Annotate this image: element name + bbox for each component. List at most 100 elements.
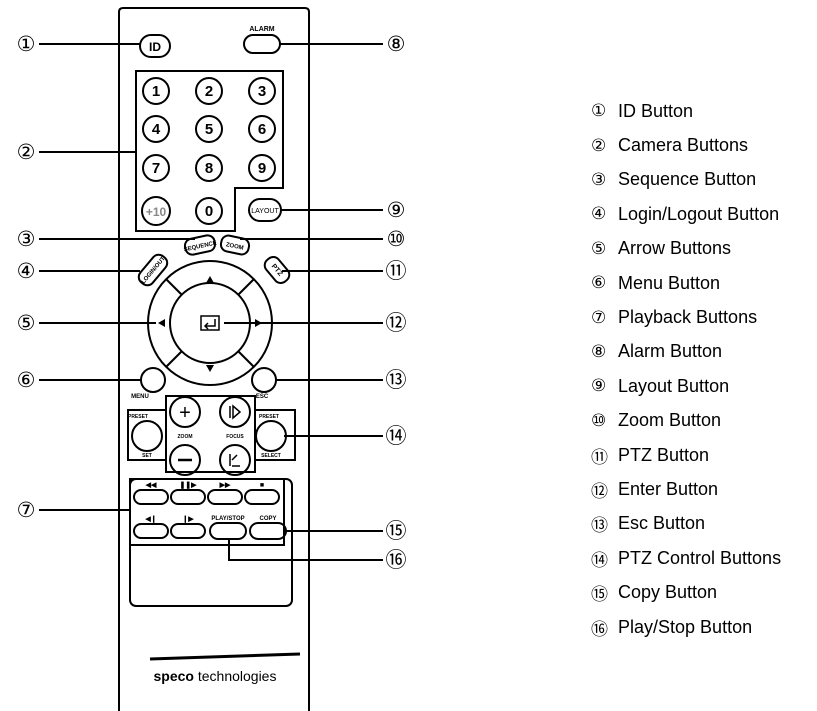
- menu-button[interactable]: [140, 367, 166, 393]
- fast-forward-icon: ▶▶: [219, 482, 231, 489]
- pause-play-button[interactable]: [170, 489, 206, 505]
- brand-logo: speco technologies: [154, 668, 277, 684]
- camera-button-0[interactable]: [195, 197, 223, 225]
- preset-right-label: PRESET: [259, 414, 279, 420]
- camera-button-9[interactable]: [248, 154, 276, 182]
- ptz-button[interactable]: [262, 254, 292, 286]
- legend-item: ⑧ Alarm Button: [591, 335, 781, 369]
- fast-forward-button[interactable]: [207, 489, 243, 505]
- layout-label: LAYOUT: [251, 208, 279, 215]
- callout-3: ③: [17, 228, 36, 251]
- legend-marker: ⑩: [591, 410, 607, 430]
- id-button-label: ID: [149, 40, 161, 54]
- camera-button-1[interactable]: [142, 77, 170, 105]
- zoom-button[interactable]: [219, 234, 251, 256]
- legend-label: Layout Button: [618, 375, 730, 396]
- legend-label: Sequence Button: [618, 169, 757, 190]
- stop-icon: ■: [260, 482, 264, 489]
- zoom-cluster-label: ZOOM: [178, 434, 193, 440]
- camera-button-3[interactable]: [248, 77, 276, 105]
- camera-label-4: 4: [152, 121, 161, 138]
- id-button[interactable]: [139, 34, 171, 58]
- stop-button[interactable]: [244, 489, 280, 505]
- camera-label-6: 6: [258, 121, 266, 138]
- zoom-in-button[interactable]: [169, 396, 201, 428]
- callout-5: ⑤: [17, 312, 36, 335]
- legend-marker: ⑬: [591, 516, 608, 536]
- step-forward-button[interactable]: [170, 523, 206, 539]
- legend-label: Menu Button: [618, 272, 721, 293]
- camera-label-2: 2: [205, 83, 213, 100]
- brand-swoosh: [149, 652, 301, 661]
- callout-13: ⑬: [386, 369, 407, 392]
- arrow-divider: [237, 350, 255, 368]
- select-label: SELECT: [261, 453, 281, 459]
- copy-button[interactable]: [249, 522, 287, 540]
- legend-marker: ④: [591, 204, 607, 224]
- legend-marker: ⑥: [591, 273, 607, 293]
- callout-2: ②: [17, 141, 36, 164]
- sequence-button[interactable]: [183, 234, 217, 256]
- legend-label: Alarm Button: [618, 341, 723, 362]
- legend-item: ④ Login/Logout Button: [591, 197, 781, 231]
- legend-marker: ⑯: [591, 619, 608, 639]
- arrow-left-icon[interactable]: [158, 319, 165, 327]
- legend-label: Camera Buttons: [618, 135, 749, 156]
- esc-label: ESC: [256, 394, 269, 400]
- preset-select-button[interactable]: [255, 420, 287, 452]
- legend-label: Enter Button: [618, 478, 719, 499]
- play-stop-button[interactable]: [209, 522, 247, 540]
- legend-marker: ⑧: [591, 341, 607, 361]
- legend-marker: ①: [591, 101, 607, 121]
- camera-button-6[interactable]: [248, 115, 276, 143]
- arrow-divider: [165, 278, 183, 296]
- rewind-icon: ◀◀: [145, 482, 157, 489]
- arrow-divider: [165, 350, 183, 368]
- camera-button-7[interactable]: [142, 154, 170, 182]
- camera-label-3: 3: [258, 83, 266, 100]
- remote-body: [118, 7, 310, 711]
- legend-label: Zoom Button: [618, 410, 722, 431]
- callout-12: ⑫: [386, 312, 407, 335]
- camera-button-8[interactable]: [195, 154, 223, 182]
- legend-label: Copy Button: [618, 582, 718, 603]
- alarm-button[interactable]: [243, 34, 281, 54]
- camera-label-1: 1: [152, 83, 160, 100]
- callout-lines: [39, 43, 383, 561]
- playback-buttons: [133, 489, 287, 540]
- camera-label-8: 8: [205, 160, 213, 177]
- zoom-out-button[interactable]: [169, 444, 201, 476]
- camera-button-5[interactable]: [195, 115, 223, 143]
- legend-item: ③ Sequence Button: [591, 163, 781, 197]
- login-logout-button[interactable]: [136, 252, 170, 288]
- legend-label: Playback Buttons: [618, 307, 758, 328]
- menu-label: MENU: [131, 394, 149, 400]
- enter-icon[interactable]: [200, 315, 220, 331]
- arrow-down-icon[interactable]: [206, 365, 214, 372]
- legend-item: ⑩ Zoom Button: [591, 404, 781, 438]
- step-back-button[interactable]: [133, 523, 169, 539]
- legend-label: Login/Logout Button: [618, 203, 780, 224]
- legend-label: PTZ Control Buttons: [618, 547, 782, 568]
- esc-button[interactable]: [251, 367, 277, 393]
- camera-button-2[interactable]: [195, 77, 223, 105]
- zoom-in-icon: +: [179, 402, 191, 424]
- set-label: SET: [142, 453, 152, 459]
- focus-far-button[interactable]: [219, 396, 251, 428]
- camera-button-4[interactable]: [142, 115, 170, 143]
- camera-button-plus10[interactable]: [141, 196, 171, 226]
- preset-set-button[interactable]: [131, 420, 163, 452]
- callout-15: ⑮: [386, 520, 407, 543]
- legend-marker: ③: [591, 169, 607, 189]
- arrow-up-icon[interactable]: [206, 276, 214, 283]
- camera-label-7: 7: [152, 160, 160, 177]
- rewind-button[interactable]: [133, 489, 169, 505]
- camera-label-plus10: +10: [146, 205, 167, 219]
- focus-near-button[interactable]: [219, 444, 251, 476]
